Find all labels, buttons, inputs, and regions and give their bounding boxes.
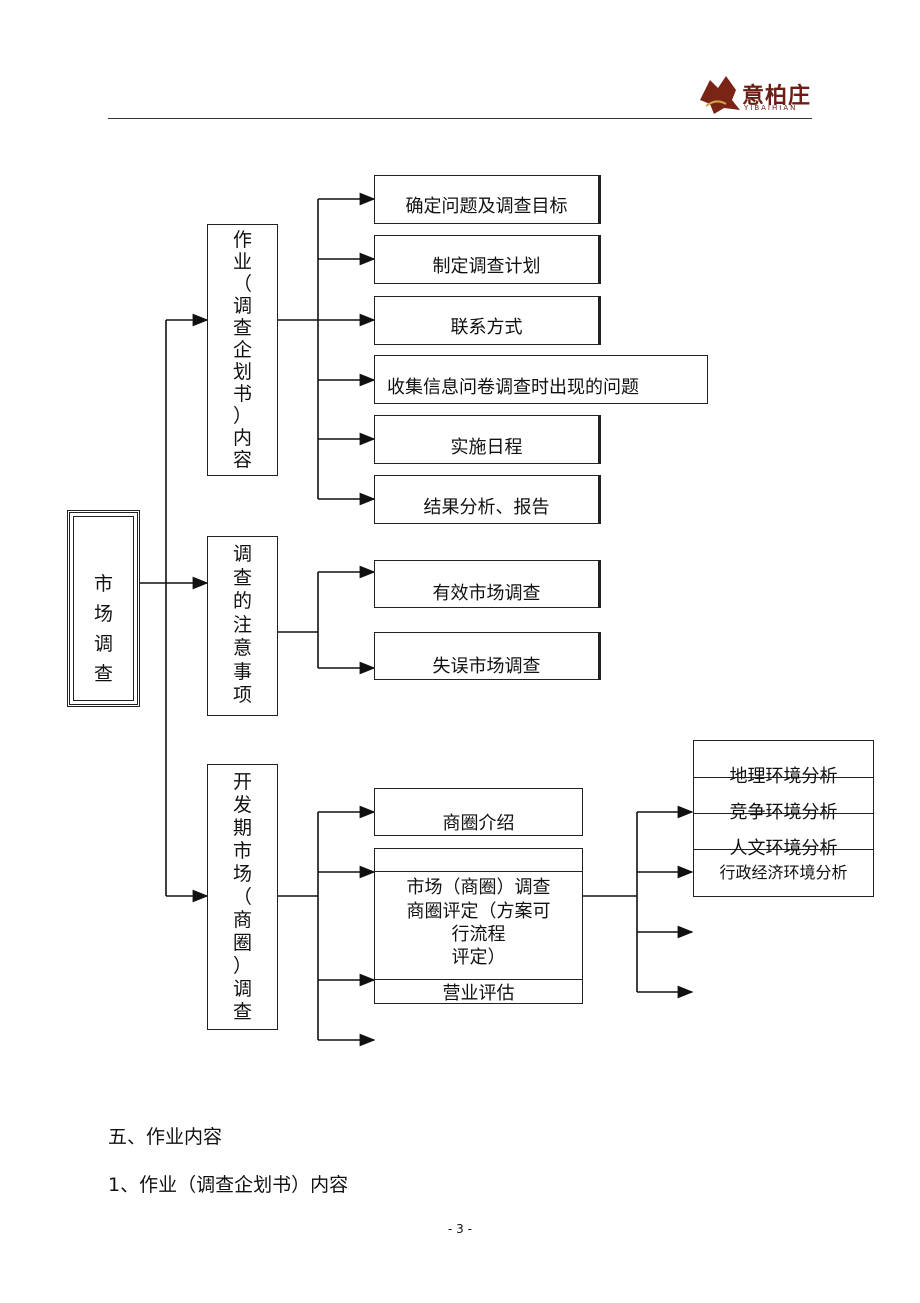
analysis-label: 行政经济环境分析 xyxy=(719,863,848,882)
item-label: 收集信息问卷调查时出现的问题 xyxy=(387,377,639,398)
page-number: - 3 - xyxy=(448,1222,472,1236)
item-box: 确定问题及调查目标 xyxy=(374,175,601,224)
branch-label: 开 发 期 市 场 （ 商 圈 ） 调 查 xyxy=(232,771,252,1023)
root-label: 市 场 调 查 xyxy=(93,573,113,685)
item-box: 实施日程 xyxy=(374,415,601,464)
branch-label: 调 查 的 注 意 事 项 xyxy=(232,543,252,706)
item-label: 联系方式 xyxy=(450,317,523,338)
branch-node-plan: 作 业 （ 调 查 企 划 书 ） 内 容 xyxy=(207,224,278,476)
analysis-box: 地理环境分析 竞争环境分析 人文环境分析 行政经济环境分析 xyxy=(693,740,874,897)
item-box: 结果分析、报告 xyxy=(374,475,601,524)
item-label: 商圈介绍 xyxy=(442,813,515,834)
branch-node-notes: 调 查 的 注 意 事 项 xyxy=(207,536,278,716)
subsection-title: 1、作业（调查企划书）内容 xyxy=(108,1174,349,1196)
logo-subtext: YIBAIHIAN xyxy=(744,104,798,112)
item-box: 收集信息问卷调查时出现的问题 xyxy=(374,355,708,404)
branch-label: 作 业 （ 调 查 企 划 书 ） 内 容 xyxy=(232,229,252,471)
item-box-survey: 市场（商圈）调查 商圈评定（方案可 行流程 评定） 营业评估 xyxy=(374,848,583,1004)
divider xyxy=(375,979,582,980)
analysis-label: 人文环境分析 xyxy=(729,838,838,859)
item-box: 联系方式 xyxy=(374,296,601,345)
logo-text: 意柏庄 xyxy=(742,84,812,109)
item-box: 商圈介绍 xyxy=(374,788,583,836)
item-label: 确定问题及调查目标 xyxy=(405,196,568,217)
header-rule xyxy=(108,118,812,119)
analysis-label: 地理环境分析 xyxy=(729,766,838,787)
divider xyxy=(694,813,873,814)
item-box: 失误市场调查 xyxy=(374,632,601,680)
section-title: 五、作业内容 xyxy=(108,1126,223,1148)
item-label: 评定） xyxy=(451,947,506,968)
item-label: 营业评估 xyxy=(442,983,515,1004)
branch-node-development: 开 发 期 市 场 （ 商 圈 ） 调 查 xyxy=(207,764,278,1030)
item-label: 结果分析、报告 xyxy=(423,497,550,518)
item-label: 商圈评定（方案可 xyxy=(406,901,551,922)
divider xyxy=(694,777,873,778)
item-label: 制定调查计划 xyxy=(432,256,541,277)
item-label: 有效市场调查 xyxy=(432,583,541,604)
item-label: 行流程 xyxy=(451,924,506,945)
divider xyxy=(694,849,873,850)
item-box: 制定调查计划 xyxy=(374,235,601,284)
item-box: 有效市场调查 xyxy=(374,560,601,608)
root-node: 市 场 调 查 xyxy=(67,510,140,707)
analysis-label: 竞争环境分析 xyxy=(729,802,838,823)
logo-mark-icon xyxy=(700,76,740,114)
item-label: 实施日程 xyxy=(450,437,523,458)
item-label: 市场（商圈）调查 xyxy=(406,877,551,898)
item-label: 失误市场调查 xyxy=(432,656,541,677)
divider xyxy=(375,871,582,872)
